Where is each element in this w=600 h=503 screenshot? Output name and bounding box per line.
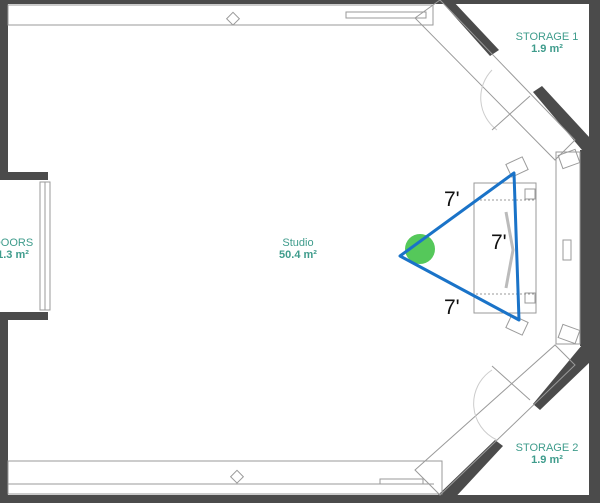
- room-label-storage-2: STORAGE 2 1.9 m²: [505, 442, 589, 466]
- room-label-studio: Studio 50.4 m²: [250, 237, 346, 261]
- door-niche-bottom-wall: [0, 312, 48, 320]
- triangle-side-label-bottom: 7': [444, 296, 460, 319]
- right-outer-wall: [589, 0, 600, 503]
- left-wall-lower: [0, 312, 8, 503]
- room-label-storage-1: STORAGE 1 1.9 m²: [505, 31, 589, 55]
- right-inner-wall: [580, 150, 590, 346]
- room-area: 50.4 m²: [279, 249, 317, 261]
- diagonal-wall-top-a: [440, 0, 499, 56]
- door-niche-top-wall: [0, 172, 48, 180]
- bottom-wall: [0, 495, 600, 503]
- triangle-side-label-right: 7': [491, 231, 507, 254]
- room-area: 1.9 m²: [531, 43, 563, 55]
- top-wall: [0, 0, 600, 4]
- room-name: STORAGE 2: [515, 442, 579, 454]
- fixtures: [7, 0, 581, 496]
- room-name: STORAGE 1: [515, 31, 579, 43]
- room-name: Studio: [282, 237, 314, 249]
- diagonal-wall-bottom-b: [438, 440, 503, 503]
- diagonal-wall-top-b: [533, 86, 590, 152]
- listener-position-marker: [405, 234, 435, 264]
- room-name: DOORS: [0, 237, 34, 249]
- listening-triangle: [398, 171, 521, 322]
- triangle-side-label-top: 7': [444, 188, 460, 211]
- left-wall-upper: [0, 0, 8, 180]
- room-area: 1.3 m²: [0, 249, 29, 261]
- room-label-doors: DOORS 1.3 m²: [0, 237, 40, 261]
- room-area: 1.9 m²: [531, 454, 563, 466]
